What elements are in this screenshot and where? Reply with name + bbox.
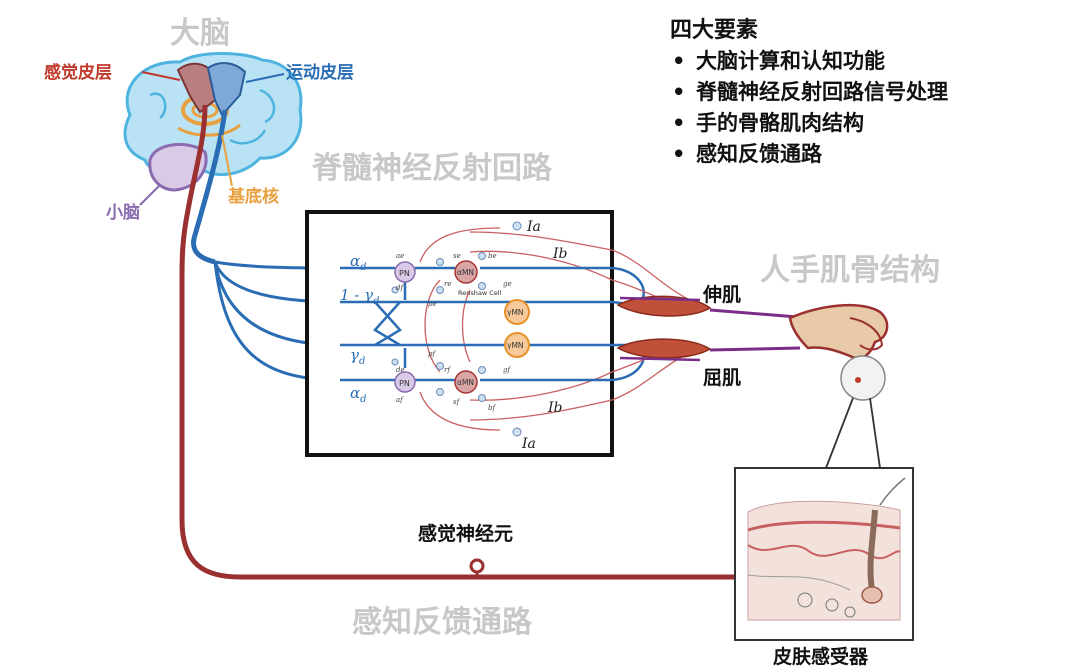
- amn-node-bottom-label: αMN: [457, 378, 474, 387]
- ib-top-label: Ib: [552, 246, 568, 262]
- brain-title: 大脑: [170, 16, 230, 51]
- efferent-lines: [340, 266, 612, 382]
- amn-node-top: [454, 260, 478, 284]
- flexor-muscle: [616, 338, 712, 359]
- svg-text:de: de: [396, 366, 405, 374]
- sensory-neuron-soma: [469, 558, 485, 574]
- legend-title: 四大要素: [670, 18, 759, 43]
- pn-node-bottom: [394, 371, 416, 393]
- finger-shape: [849, 317, 884, 351]
- ia-bottom-label: Ia: [521, 436, 536, 452]
- legend-bullet: •: [672, 142, 686, 166]
- hand-title: 人手肌骨结构: [760, 253, 940, 288]
- descending-tract-brown: [179, 104, 208, 281]
- svg-text:df: df: [396, 284, 404, 292]
- basal-ganglia-label: 基底核: [227, 186, 279, 207]
- legend-bullet: •: [672, 80, 686, 104]
- sensory-neuron-label: 感觉神经元: [418, 522, 513, 545]
- feedback-path-title: 感知反馈通路: [352, 605, 533, 640]
- brain-gyri: [149, 88, 276, 145]
- extensor-tendon-2: [619, 296, 701, 302]
- motor-cortex-pointer: [245, 73, 285, 83]
- basal-ganglia-pointer: [221, 134, 233, 187]
- svg-text:ae: ae: [396, 252, 404, 260]
- svg-text:be: be: [488, 252, 497, 260]
- alpha-d-bottom-label: αd: [350, 384, 367, 405]
- input-dots: [391, 221, 522, 437]
- renshaw-label: Renshaw Cell: [458, 289, 502, 297]
- cerebellum-pointer: [139, 184, 161, 206]
- svg-text:gf: gf: [503, 366, 511, 374]
- motor-cortex-shape: [206, 62, 247, 117]
- grasped-ball: [840, 355, 886, 401]
- basal-ganglia-arc: [177, 123, 241, 137]
- hand-shape: [788, 303, 889, 360]
- motor-cortex-label: 运动皮层: [286, 62, 354, 83]
- pn-node-bottom-label: PN: [399, 379, 410, 388]
- zoom-line-left: [825, 397, 854, 469]
- legend-item: • 手的骨骼肌肉结构: [672, 108, 948, 139]
- gmn-node-top-label: γMN: [507, 308, 524, 317]
- pn-node-top-label: PN: [399, 269, 410, 278]
- legend-bullet: •: [672, 111, 686, 135]
- sensory-cortex-label: 感觉皮层: [44, 62, 112, 83]
- legend-item-text: 感知反馈通路: [696, 142, 822, 166]
- svg-text:sf: sf: [453, 398, 461, 406]
- legend-list: • 大脑计算和认知功能 • 脊髓神经反射回路信号处理 • 手的骨骼肌肉结构 • 感知反馈…: [672, 46, 948, 170]
- cerebellum-label: 小脑: [106, 202, 140, 223]
- legend-item-text: 脊髓神经反射回路信号处理: [696, 80, 948, 104]
- descending-tract-blue: [191, 109, 228, 265]
- legend-bullet: •: [672, 49, 686, 73]
- ib-bottom-label: Ib: [547, 400, 563, 416]
- legend-item: • 脊髓神经反射回路信号处理: [672, 77, 948, 108]
- skin-section: [747, 477, 906, 621]
- gamma-d-bottom-label: γd: [350, 346, 365, 367]
- svg-text:af: af: [396, 396, 404, 404]
- alpha-d-top-label: αd: [350, 252, 367, 273]
- flexor-tendon-2: [619, 356, 701, 362]
- svg-text:ge: ge: [503, 280, 512, 288]
- svg-text:se: se: [453, 252, 461, 260]
- skin-receptor-label: 皮肤感受器: [773, 645, 869, 668]
- amn-node-top-label: αMN: [457, 268, 474, 277]
- sensory-feedback-nerve: [179, 280, 740, 580]
- legend-item: • 感知反馈通路: [672, 139, 948, 170]
- legend-item-text: 手的骨骼肌肉结构: [696, 111, 864, 135]
- synapse-labels: ae af df de se sf be bf ge gf pe pf re r…: [396, 252, 512, 412]
- flexor-tendon: [709, 346, 801, 352]
- svg-text:rf: rf: [444, 366, 451, 374]
- gmn-node-top: [504, 299, 530, 325]
- ia-top-label: Ia: [526, 219, 541, 235]
- svg-text:re: re: [444, 280, 452, 288]
- spinal-circuit-box: [305, 210, 614, 457]
- extensor-label: 伸肌: [702, 283, 741, 306]
- svg-text:bf: bf: [488, 404, 496, 412]
- gamma-d-top-label: 1 - γd: [340, 286, 380, 307]
- spinal-circuit-title: 脊髓神经反射回路: [311, 151, 553, 186]
- zoom-line-right: [869, 397, 881, 469]
- sensory-cortex-pointer: [141, 71, 181, 81]
- brain-group: 大脑 感觉皮层 运动皮层 小脑 基底核: [44, 16, 354, 281]
- svg-text:pf: pf: [428, 350, 436, 358]
- afferent-arcs: [419, 227, 613, 431]
- gmn-node-bottom-label: γMN: [507, 341, 524, 350]
- ball-red-mark: [855, 377, 861, 383]
- svg-text:pe: pe: [428, 300, 437, 308]
- amn-node-bottom: [454, 370, 478, 394]
- pn-node-top: [394, 261, 416, 283]
- flexor-label: 屈肌: [703, 367, 741, 389]
- gmn-node-bottom: [504, 332, 530, 358]
- hand-group: 伸肌 屈肌: [616, 283, 889, 401]
- legend-item-text: 大脑计算和认知功能: [696, 49, 885, 73]
- legend-item: • 大脑计算和认知功能: [672, 46, 948, 77]
- box-to-muscle-paths: [611, 249, 691, 401]
